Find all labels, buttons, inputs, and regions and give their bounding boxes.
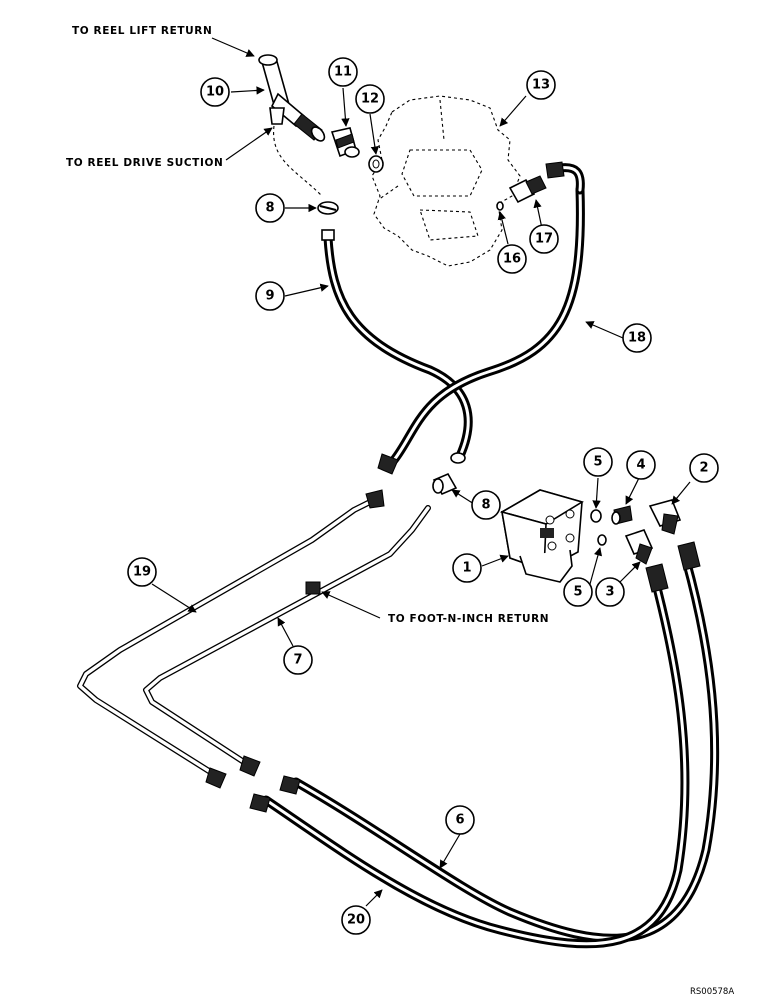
svg-text:2: 2 <box>699 461 708 476</box>
svg-text:11: 11 <box>334 65 352 80</box>
label-reel-lift-return: TO REEL LIFT RETURN <box>72 25 212 37</box>
connector-4 <box>611 505 633 525</box>
svg-text:1: 1 <box>462 561 471 576</box>
callout-leaders <box>151 86 691 907</box>
svg-text:5: 5 <box>593 455 602 470</box>
tube-7 <box>143 505 431 769</box>
svg-text:19: 19 <box>133 565 151 580</box>
svg-text:13: 13 <box>532 78 550 93</box>
callout-19: 19 <box>127 557 157 587</box>
callout-16: 16 <box>497 244 527 274</box>
svg-text:8: 8 <box>481 498 490 513</box>
svg-text:4: 4 <box>636 458 645 473</box>
tee-foot-n-inch <box>305 581 321 595</box>
callout-8-top: 8 <box>255 193 285 223</box>
o-ring-upper <box>590 509 602 523</box>
svg-text:9: 9 <box>265 289 274 304</box>
hose-9 <box>321 229 473 461</box>
adapter-8 <box>432 472 458 496</box>
svg-text:16: 16 <box>503 252 521 267</box>
callout-7: 7 <box>283 645 313 675</box>
callout-10: 10 <box>200 77 230 107</box>
callout-5-lower: 5 <box>563 577 593 607</box>
tee-fitting <box>258 54 326 142</box>
callout-18: 18 <box>622 323 652 353</box>
svg-text:18: 18 <box>628 331 646 346</box>
svg-text:3: 3 <box>605 585 614 600</box>
elbow-3 <box>624 529 654 565</box>
callout-11: 11 <box>328 57 358 87</box>
callout-17: 17 <box>529 224 559 254</box>
svg-text:12: 12 <box>361 92 379 107</box>
callout-5-upper: 5 <box>583 447 613 477</box>
callout-8-lower: 8 <box>471 490 501 520</box>
hose-end-fitting <box>377 453 399 475</box>
hose-clamp <box>317 201 339 215</box>
callout-1: 1 <box>452 553 482 583</box>
elbow-fitting <box>508 175 547 204</box>
drawing-code: RS00578A <box>690 987 734 997</box>
adapter-fitting <box>330 127 360 158</box>
callout-6: 6 <box>445 805 475 835</box>
elbow-2 <box>648 499 682 535</box>
hose-20 <box>261 571 690 949</box>
callout-2: 2 <box>689 453 719 483</box>
small-seal <box>496 201 504 211</box>
svg-text:20: 20 <box>347 913 365 928</box>
valve-body-phantom <box>371 95 521 267</box>
svg-text:10: 10 <box>206 85 224 100</box>
label-foot-n-inch-return: TO FOOT-N-INCH RETURN <box>388 613 549 625</box>
callout-12: 12 <box>355 84 385 114</box>
svg-text:5: 5 <box>573 585 582 600</box>
o-ring-lower <box>597 534 607 546</box>
svg-text:6: 6 <box>455 813 464 828</box>
steering-motor <box>499 489 584 583</box>
callout-3: 3 <box>595 577 625 607</box>
callout-4: 4 <box>626 450 656 480</box>
label-reel-drive-suction: TO REEL DRIVE SUCTION <box>66 157 223 169</box>
callout-13: 13 <box>526 70 556 100</box>
tube-19 <box>77 497 377 781</box>
svg-text:7: 7 <box>293 653 302 668</box>
svg-text:8: 8 <box>265 201 274 216</box>
hose-18 <box>389 161 585 465</box>
svg-text:17: 17 <box>535 232 553 247</box>
callout-9: 9 <box>255 281 285 311</box>
callout-20: 20 <box>341 905 371 935</box>
